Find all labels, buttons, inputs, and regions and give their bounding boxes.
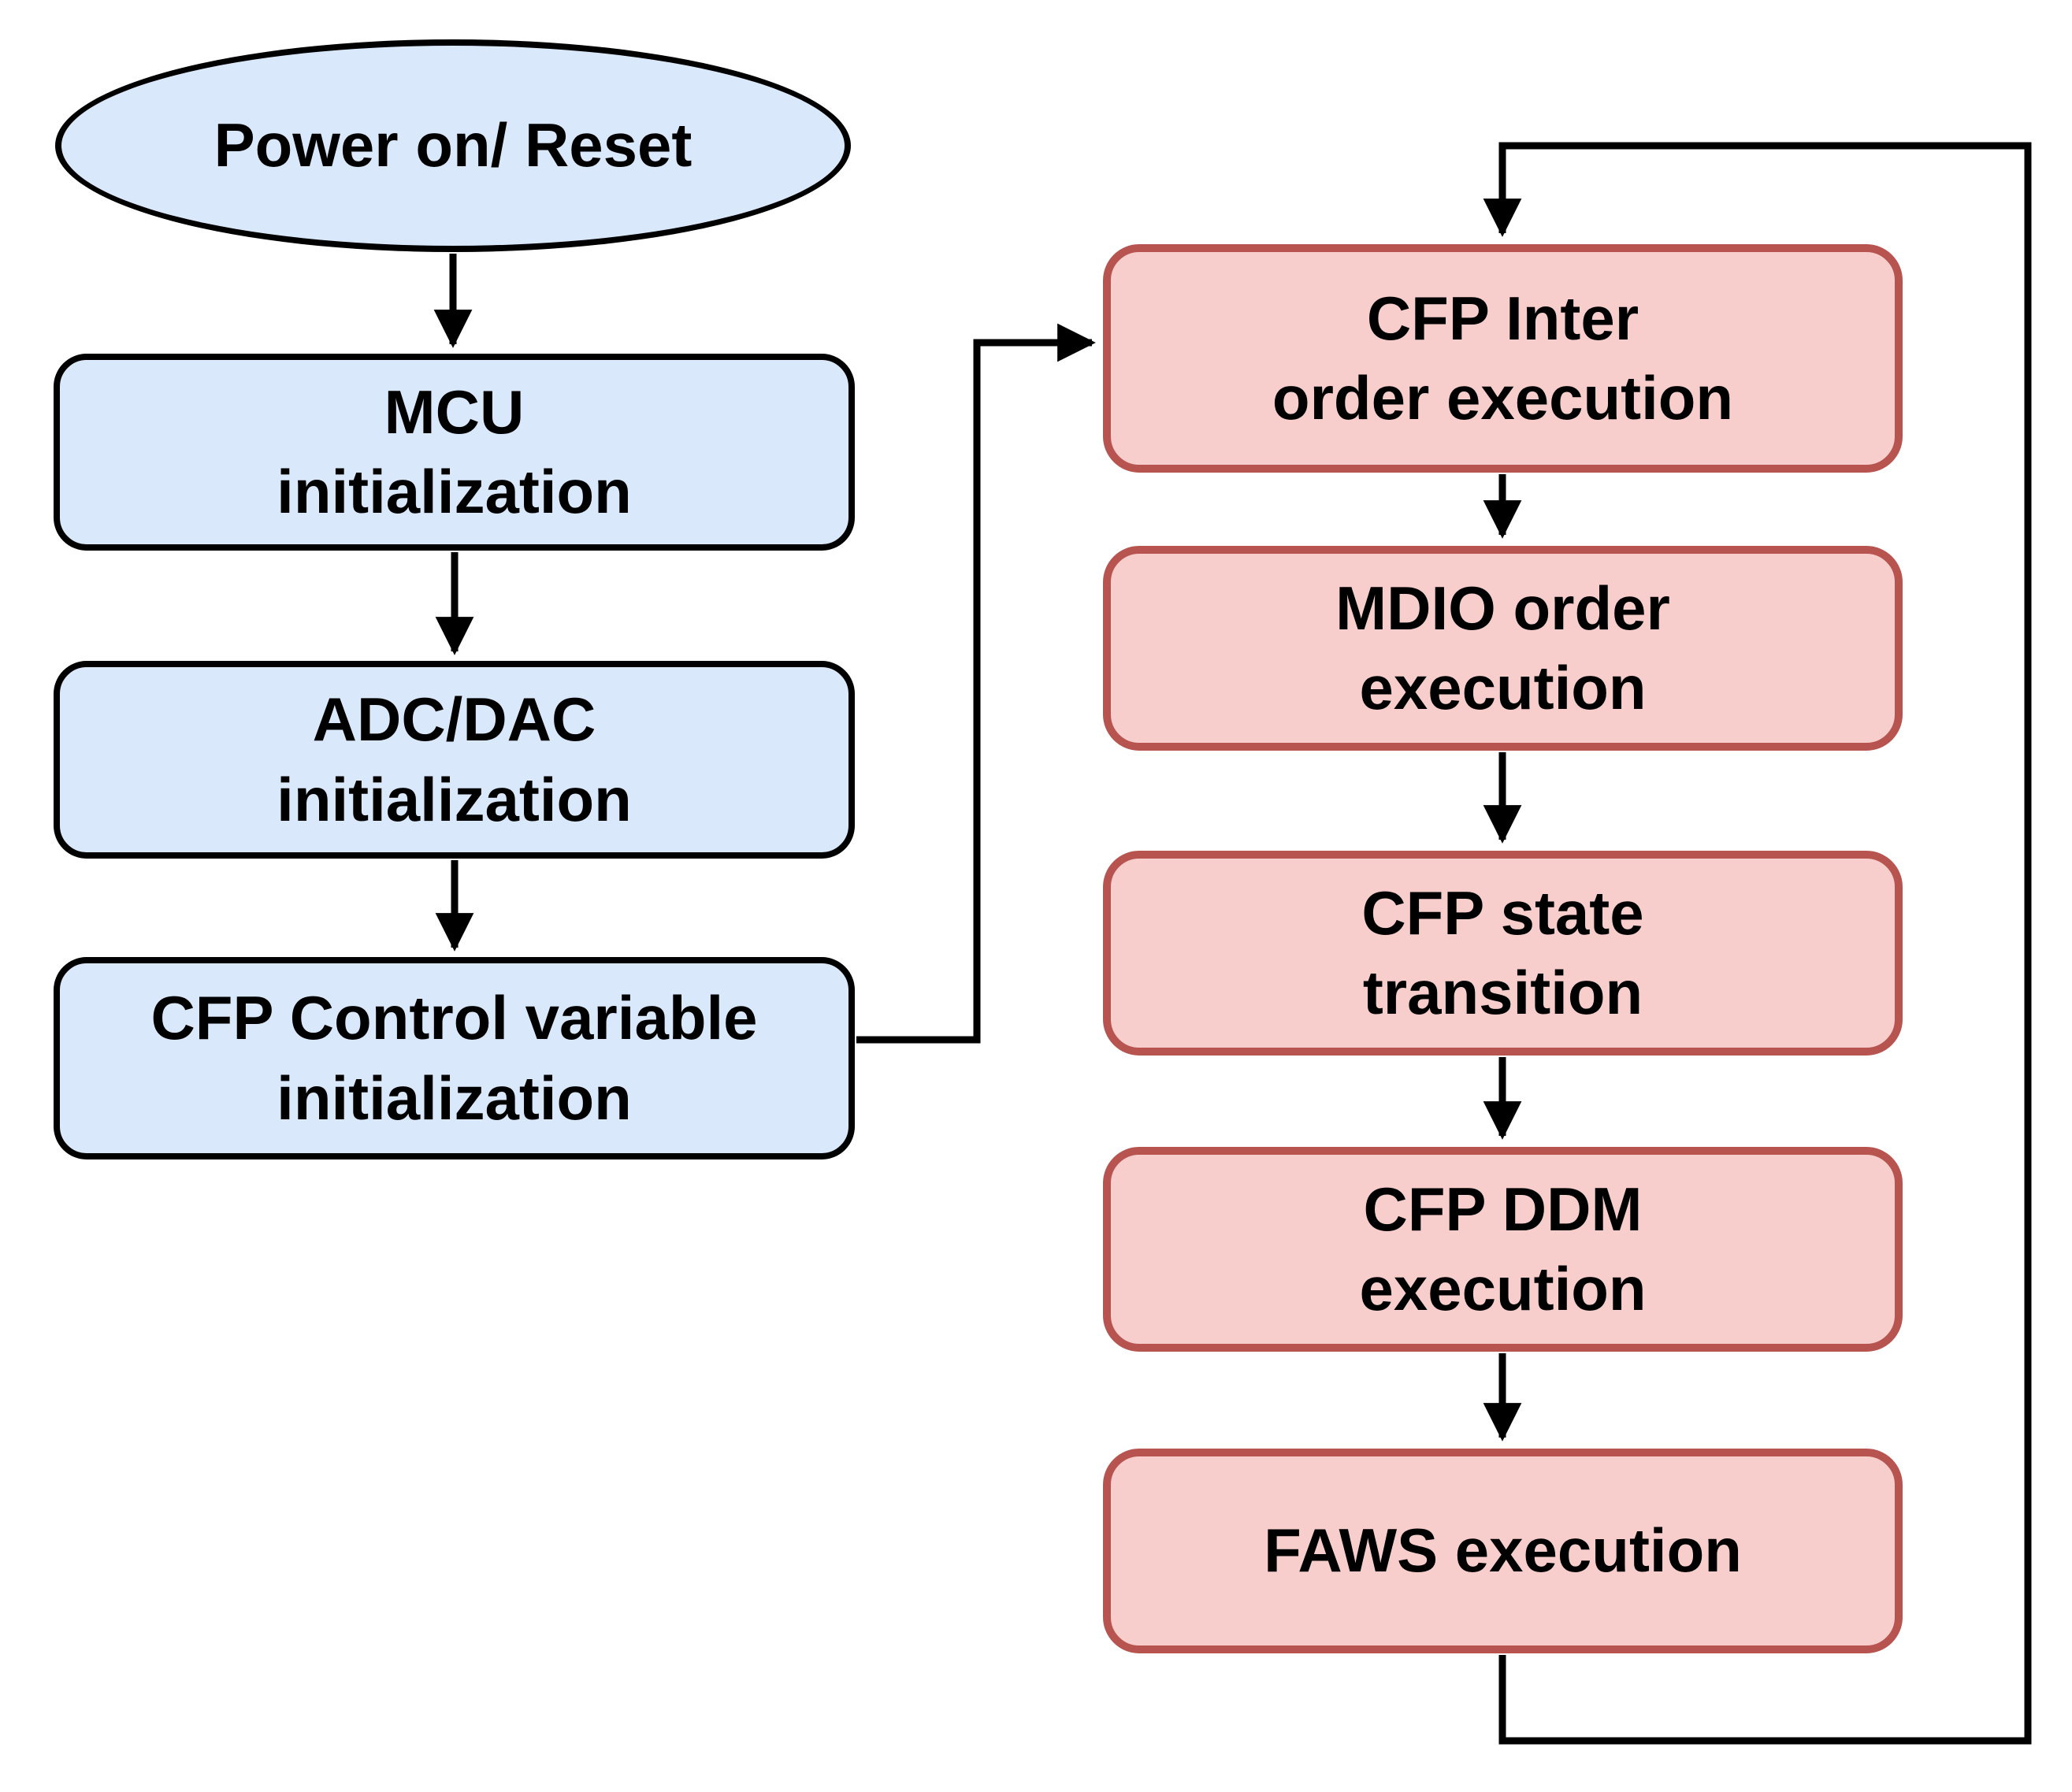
node-cfp-control-variable-initialization: CFP Control variable initialization — [54, 957, 855, 1159]
node-adc-dac-initialization: ADC/DAC initialization — [54, 661, 855, 859]
node-faws-execution: FAWS execution — [1103, 1449, 1903, 1653]
node-power-on-reset: Power on/ Reset — [55, 39, 851, 252]
node-cfp-state-transition: CFP state transition — [1103, 851, 1903, 1056]
edge-cfp-control-to-cfp-inter — [856, 323, 1096, 1044]
node-cfp-ddm-execution: CFP DDM execution — [1103, 1147, 1903, 1352]
node-mdio-order-execution: MDIO order execution — [1103, 546, 1903, 751]
node-mcu-initialization: MCU initialization — [54, 354, 855, 551]
node-cfp-inter-order-execution: CFP Inter order execution — [1103, 244, 1903, 473]
edge-faws-loopback-to-cfp-inter — [1483, 142, 2032, 1745]
